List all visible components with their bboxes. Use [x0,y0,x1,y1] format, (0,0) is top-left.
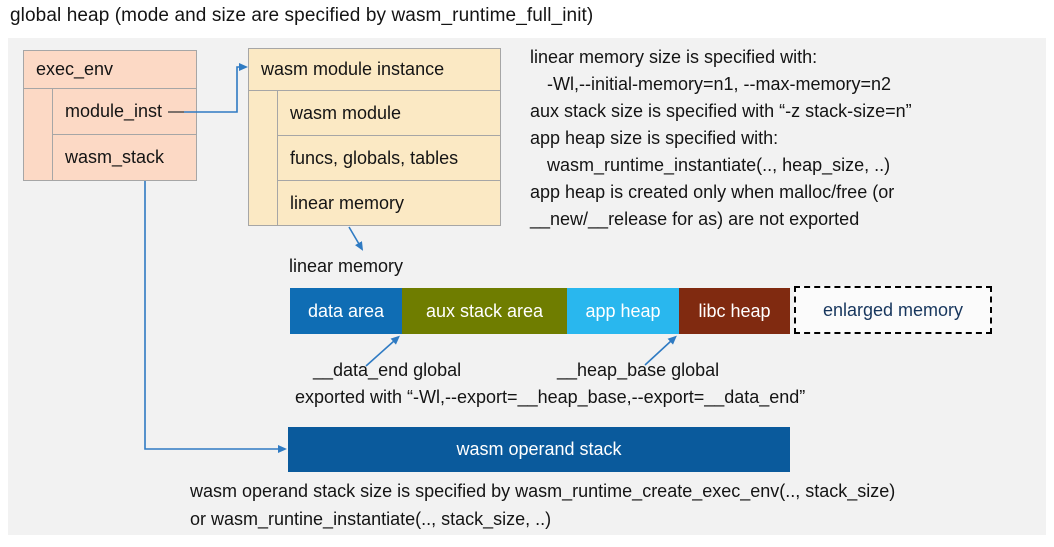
page-title: global heap (mode and size are specified… [10,5,594,26]
exec-env-header: exec_env [24,51,196,89]
data-end-global-label: __data_end global [313,360,462,380]
operand-stack-box: wasm operand stack [288,427,790,472]
module-instance-row-wasm-module: wasm module [277,91,500,135]
memory-size-notes: linear memory size is specified with: -W… [530,44,912,233]
note-line: __new/__release for as) are not exported [530,209,860,229]
heap-base-global-label: __heap_base global [557,360,720,380]
segment-app-heap: app heap [567,288,679,334]
linear-memory-label: linear memory [289,256,404,276]
note-line: app heap size is specified with: [530,128,779,148]
exec-env-row-wasm-stack: wasm_stack [52,134,196,180]
enlarged-memory-box: enlarged memory [794,286,992,334]
segment-aux-stack-area: aux stack area [402,288,567,334]
note-line: -Wl,--initial-memory=n1, --max-memory=n2 [547,74,892,94]
operand-stack-note: wasm operand stack size is specified by … [190,477,895,533]
module-instance-header: wasm module instance [249,49,500,91]
exec-env-box: exec_env module_inst wasm_stack [23,50,197,181]
segment-data-area: data area [290,288,402,334]
exported-with-label: exported with “-Wl,--export=__heap_base,… [295,387,806,407]
linear-memory-bar: data area aux stack area app heap libc h… [290,288,790,334]
note-line: app heap is created only when malloc/fre… [530,182,895,202]
note-line: linear memory size is specified with: [530,47,818,67]
module-instance-box: wasm module instance wasm module funcs, … [248,48,501,226]
note-line: aux stack size is specified with “-z sta… [530,101,912,121]
module-instance-row-linear-memory: linear memory [277,180,500,225]
segment-libc-heap: libc heap [679,288,790,334]
module-instance-row-funcs-globals: funcs, globals, tables [277,135,500,180]
operand-stack-note-line2: or wasm_runtine_instantiate(.., stack_si… [190,509,552,529]
operand-stack-note-line1: wasm operand stack size is specified by … [190,481,896,501]
exec-env-row-module-inst: module_inst [52,89,196,134]
note-line: wasm_runtime_instantiate(.., heap_size, … [547,155,891,175]
